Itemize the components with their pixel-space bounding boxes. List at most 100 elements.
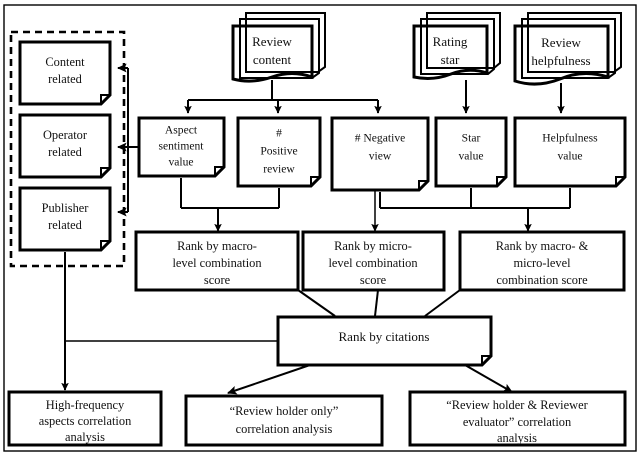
high-frequency-label-line1: High-frequency	[46, 398, 125, 412]
rating-star-label-line2: star	[441, 52, 460, 67]
rank-micro-label-line1: Rank by micro-	[334, 239, 412, 253]
rank-macro-micro-label-line3: combination score	[496, 273, 588, 287]
content-related-shape	[18, 40, 112, 106]
node-content-related[interactable]: Content related	[18, 40, 112, 106]
helpfulness-value-fold	[615, 176, 625, 186]
rank-micro-shape	[301, 230, 446, 292]
node-positive-review-count[interactable]: # Positive review	[236, 116, 322, 188]
node-star-value[interactable]: Star value	[434, 116, 508, 188]
publisher-related-shape	[18, 186, 112, 252]
node-rating-star[interactable]: Rating star	[412, 12, 501, 80]
node-rank-macro-micro[interactable]: Rank by macro- & micro-level combination…	[458, 230, 626, 292]
content-related-fold	[100, 94, 110, 104]
content-related-label-line2: related	[48, 72, 83, 86]
review-holder-reviewer-label-line1: “Review holder & Reviewer	[446, 398, 588, 412]
review-helpfulness-label-line1: Review	[541, 35, 581, 50]
node-publisher-related[interactable]: Publisher related	[18, 186, 112, 252]
node-high-frequency-aspects-analysis[interactable]: High-frequency aspects correlation analy…	[7, 390, 163, 447]
publisher-related-label-line2: related	[48, 218, 83, 232]
star-value-label-line1: Star	[462, 132, 481, 145]
review-helpfulness-stack-mid	[521, 18, 616, 79]
outer-border	[3, 4, 637, 452]
positive-review-count-label-line1: #	[276, 127, 282, 140]
review-holder-reviewer-label-line2: evaluator” correlation	[463, 415, 571, 429]
star-value-fold	[496, 176, 506, 186]
rank-macro-label-line2: level combination	[172, 256, 261, 270]
rank-micro-label-line3: score	[360, 273, 387, 287]
operator-related-label-line1: Operator	[43, 128, 88, 142]
rating-star-stack-back	[426, 12, 501, 69]
operator-related-shape	[18, 113, 112, 179]
helpfulness-value-label-line1: Helpfulness	[542, 132, 598, 145]
rank-by-citations-shape	[276, 315, 493, 367]
operator-related-label-line2: related	[48, 145, 83, 159]
star-value-label-line2: value	[458, 150, 483, 163]
node-review-helpfulness[interactable]: Review helpfulness	[513, 12, 622, 86]
node-review-holder-only-analysis[interactable]: “Review holder only” correlation analysi…	[184, 394, 384, 447]
negative-view-count-fold	[418, 180, 428, 190]
node-review-content[interactable]: Review content	[231, 12, 326, 83]
aspect-sentiment-value-fold	[214, 166, 224, 176]
rank-by-citations-fold	[481, 355, 491, 365]
review-helpfulness-label-line2: helpfulness	[531, 53, 590, 68]
review-helpfulness-stack-back	[527, 12, 622, 73]
node-rank-micro[interactable]: Rank by micro- level combination score	[301, 230, 446, 292]
rank-macro-label-line3: score	[204, 273, 231, 287]
negative-view-count-shape	[330, 116, 430, 192]
node-rank-macro[interactable]: Rank by macro- level combination score	[134, 230, 300, 292]
rank-macro-micro-label-line2: micro-level	[513, 256, 571, 270]
node-helpfulness-value[interactable]: Helpfulness value	[513, 116, 627, 188]
review-content-label-line1: Review	[252, 34, 292, 49]
high-frequency-label-line3: analysis	[65, 430, 105, 444]
publisher-related-label-line1: Publisher	[42, 201, 90, 215]
operator-related-fold	[100, 167, 110, 177]
rank-macro-shape	[134, 230, 300, 292]
review-content-stack-back	[245, 12, 326, 73]
review-content-shape	[231, 24, 314, 83]
aspect-sentiment-value-label-line3: value	[168, 156, 193, 169]
node-review-holder-reviewer-evaluator-analysis[interactable]: “Review holder & Reviewer evaluator” cor…	[408, 390, 627, 447]
negative-view-count-label-line1: # Negative	[355, 132, 406, 145]
star-value-shape	[434, 116, 508, 188]
review-holder-reviewer-label-line3: analysis	[497, 431, 537, 445]
aspect-sentiment-value-label-line2: sentiment	[158, 140, 204, 153]
publisher-related-fold	[100, 240, 110, 250]
negative-view-count-label-line2: view	[369, 150, 392, 163]
edge-macromicro-to-citations	[424, 289, 461, 317]
node-negative-view-count[interactable]: # Negative view	[330, 116, 430, 192]
positive-review-count-label-line2: Positive	[260, 145, 297, 158]
aspect-sentiment-value-label-line1: Aspect	[165, 124, 198, 137]
review-content-stack-mid	[239, 18, 320, 79]
helpfulness-value-label-line2: value	[557, 150, 582, 163]
rating-star-stack-mid	[420, 18, 495, 75]
review-holder-reviewer-evaluator-analysis-shape	[408, 390, 627, 447]
positive-review-count-shape	[236, 116, 322, 188]
aspect-sentiment-value-shape	[137, 116, 226, 178]
high-frequency-aspects-analysis-shape	[7, 390, 163, 447]
review-holder-only-analysis-shape	[184, 394, 384, 447]
node-rank-by-citations[interactable]: Rank by citations	[276, 315, 493, 367]
edge-citations-to-review-holder-only	[227, 364, 311, 395]
rank-macro-label-line1: Rank by macro-	[177, 239, 257, 253]
node-operator-related[interactable]: Operator related	[18, 113, 112, 179]
rank-micro-label-line2: level combination	[328, 256, 417, 270]
positive-review-count-label-line3: review	[263, 163, 295, 176]
edge-macro-to-citations	[297, 289, 336, 317]
review-content-label-line2: content	[253, 52, 292, 67]
content-related-label-line1: Content	[45, 55, 85, 69]
node-aspect-sentiment-value[interactable]: Aspect sentiment value	[137, 116, 226, 178]
review-holder-only-label-line2: correlation analysis	[236, 422, 333, 436]
edge-micro-to-citations	[374, 289, 379, 317]
rating-star-label-line1: Rating	[433, 34, 468, 49]
edge-citations-to-review-holder-reviewer	[464, 364, 513, 393]
review-holder-only-label-line1: “Review holder only”	[230, 404, 339, 418]
rating-star-shape	[412, 24, 489, 80]
helpfulness-value-shape	[513, 116, 627, 188]
high-frequency-label-line2: aspects correlation	[39, 414, 132, 428]
review-helpfulness-shape	[513, 24, 610, 86]
positive-review-count-fold	[310, 176, 320, 186]
rank-macro-micro-label-line1: Rank by macro- &	[496, 239, 589, 253]
rank-by-citations-label: Rank by citations	[339, 329, 430, 344]
